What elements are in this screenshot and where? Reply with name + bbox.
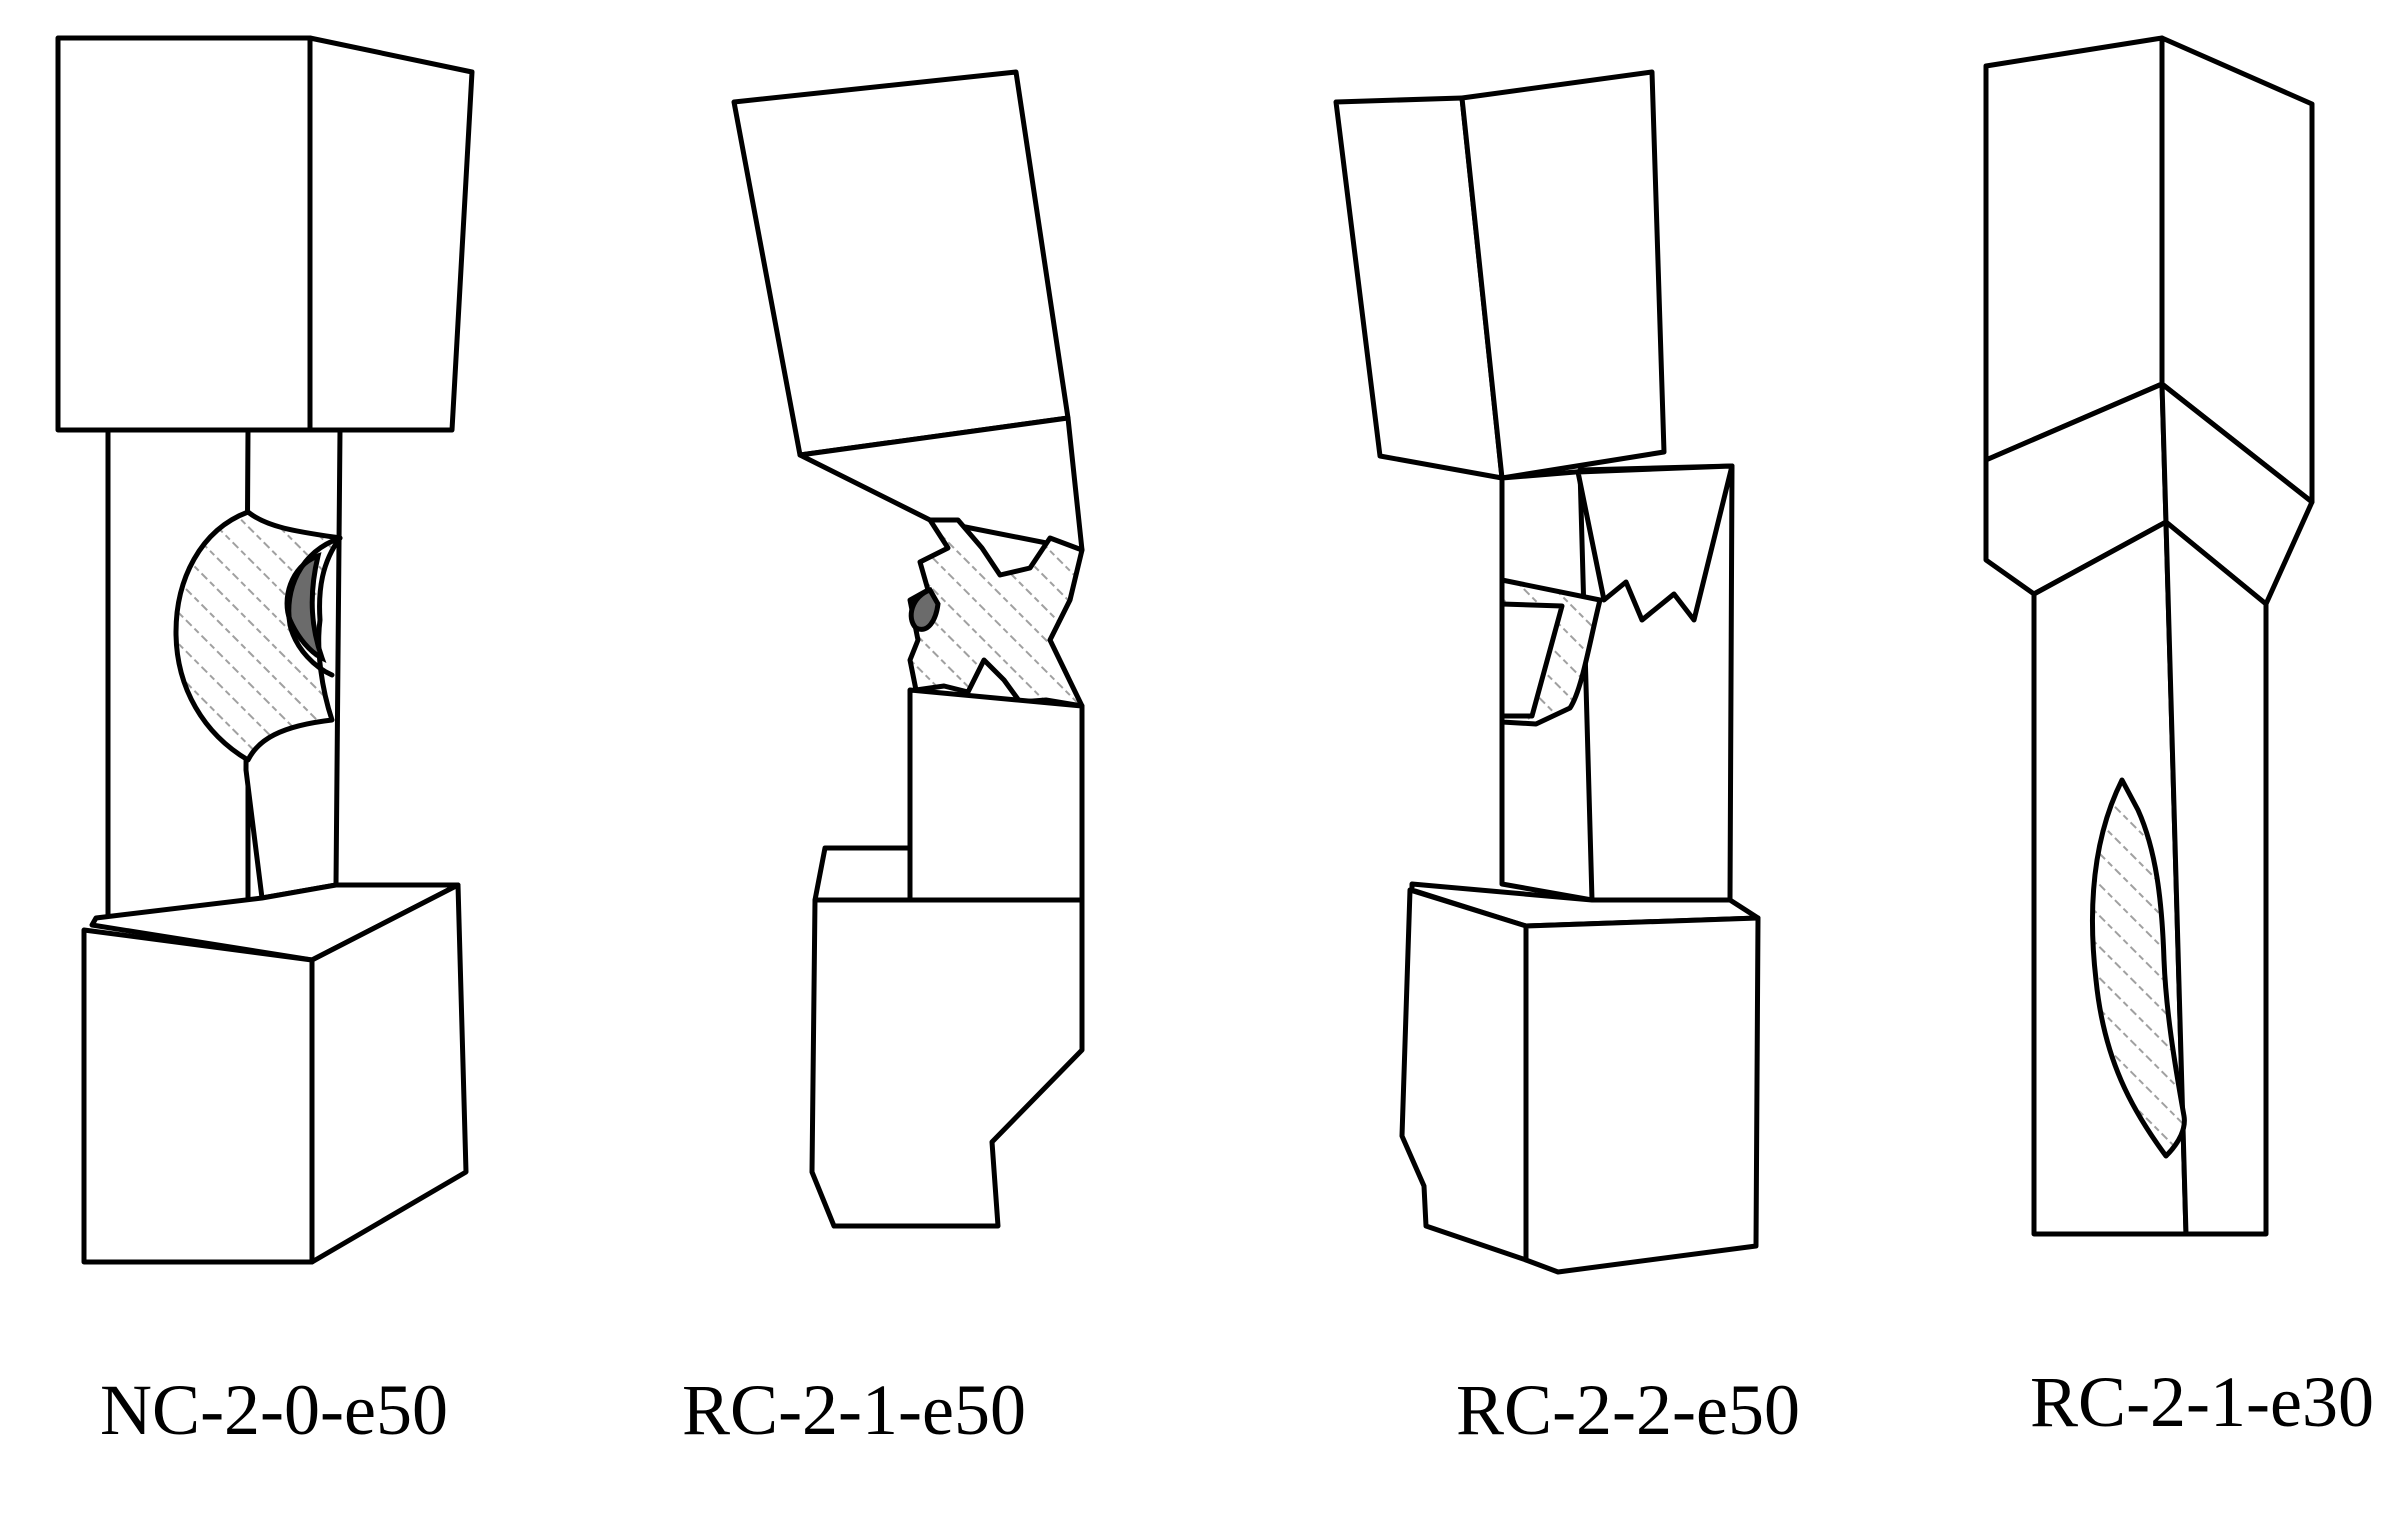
bottom-block-side: [812, 845, 913, 903]
specimen-rc-2-1-e50: [731, 69, 1085, 1229]
specimen-rc-2-1-e30: [1983, 35, 2315, 1237]
bottom-block-front: [1399, 887, 1529, 1263]
crushed-zone: [907, 517, 1085, 709]
top-block-right: [1459, 69, 1667, 481]
top-block-front: [55, 35, 313, 433]
bottom-block-side: [1523, 915, 1761, 1275]
fracture-face: [1575, 463, 1735, 623]
spalling-cavity: [908, 586, 941, 632]
specimen-label-3: RC-2-2-e50: [1456, 1370, 1800, 1450]
column: [907, 687, 1085, 903]
bottom-block: [809, 897, 1085, 1229]
bottom-block-front: [81, 927, 315, 1265]
top-block: [731, 69, 1071, 458]
exposed-cavity: [1499, 601, 1565, 719]
column-right: [2163, 519, 2269, 1237]
crushed-zone: [2089, 777, 2187, 1159]
specimen-nc-2-0-e50: [55, 35, 475, 1265]
specimen-rc-2-2-e50: [1333, 69, 1761, 1275]
cavity-outline: [286, 535, 343, 678]
specimen-label-4: RC-2-1-e30: [2030, 1362, 2374, 1442]
bottom-block-side: [309, 882, 469, 1265]
specimen-label-1: NC-2-0-e50: [100, 1370, 448, 1450]
specimen-label-2: RC-2-1-e50: [682, 1370, 1026, 1450]
top-block-side: [307, 35, 475, 433]
